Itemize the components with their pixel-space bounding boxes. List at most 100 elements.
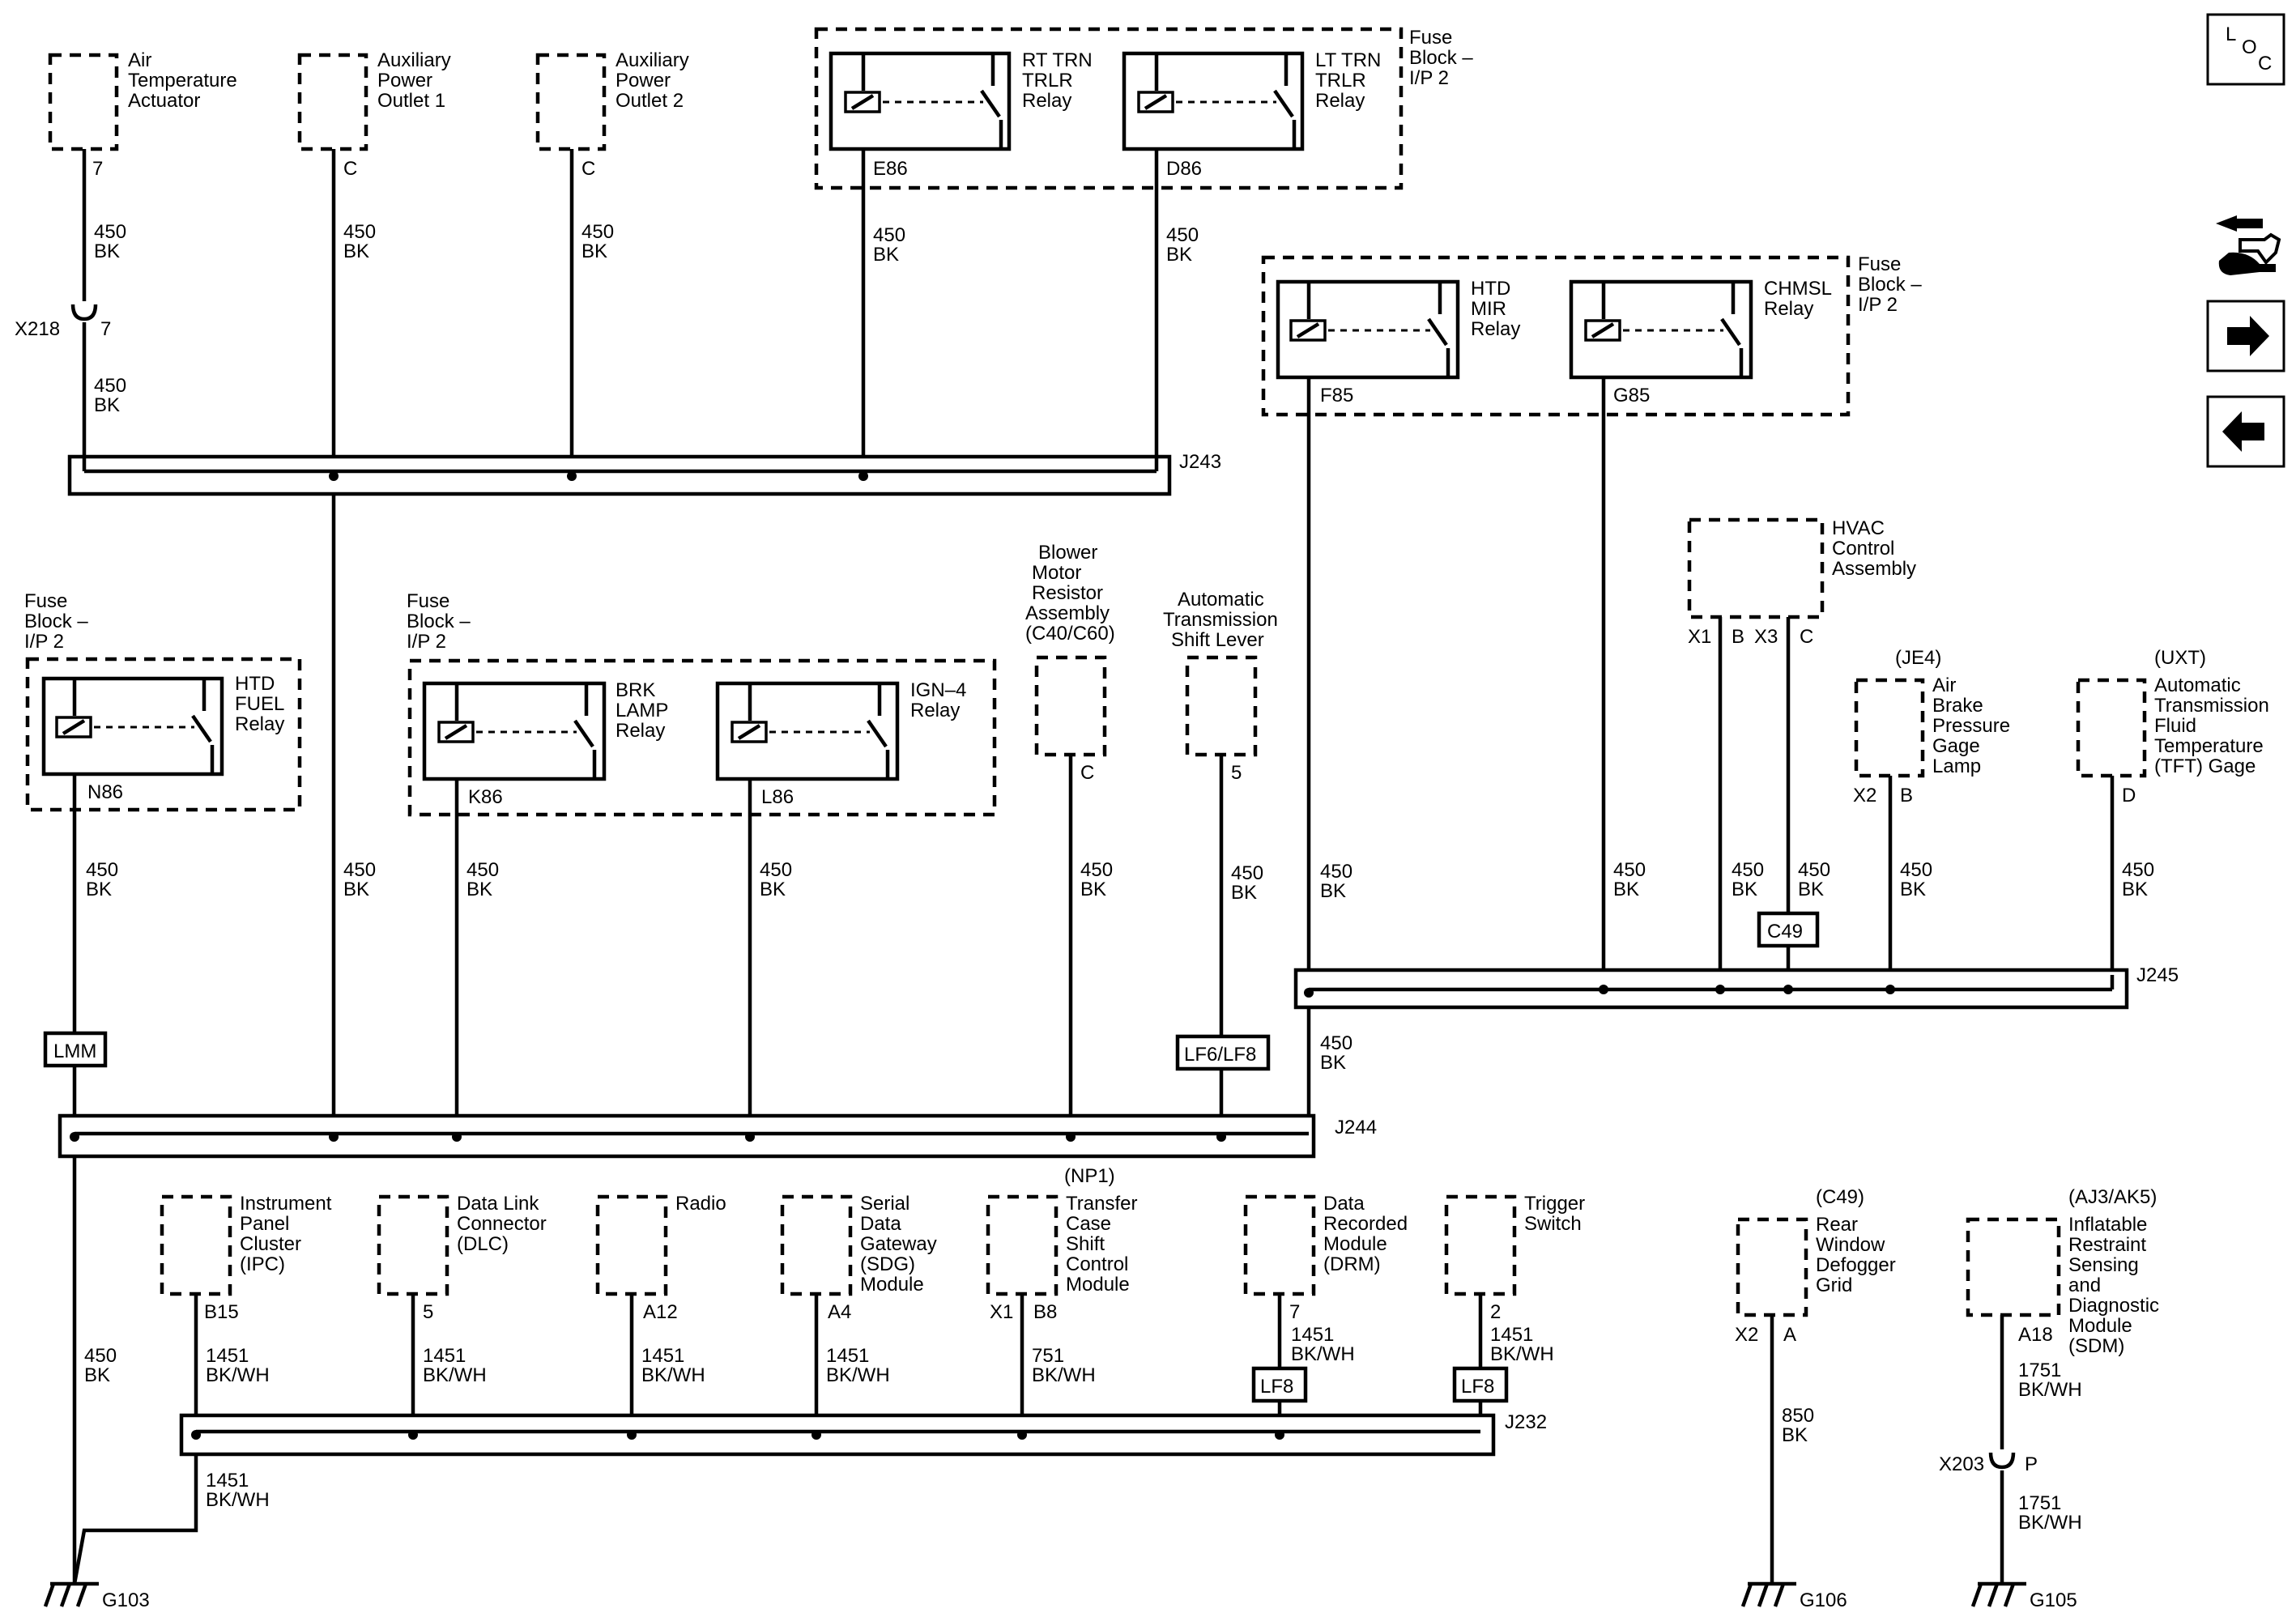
fuse-block-top-label-2: Block – (1409, 47, 1473, 69)
ipc-pin: B15 (204, 1301, 239, 1323)
ign4-label-1: IGN–4 (910, 679, 966, 701)
drm-pin: 7 (1289, 1301, 1300, 1323)
air-temp-actuator-box (48, 53, 119, 151)
aux-outlet-1-box (297, 53, 368, 151)
aux-outlet-2-label-2: Power (616, 70, 671, 91)
j243-node-aux1 (329, 471, 339, 481)
j245-node-hvac-c (1783, 985, 1793, 994)
drm-label-2: Recorded (1323, 1213, 1408, 1235)
air-temp-pin: 7 (92, 158, 103, 180)
x218-connector-symbol (70, 304, 98, 321)
blower-label-4: Assembly (1025, 602, 1110, 624)
transfer-case-pin-b8: B8 (1033, 1301, 1057, 1323)
blower-label-3: Resistor (1032, 582, 1103, 604)
hvac-control-box (1687, 517, 1825, 619)
rt-trn-label-2: TRLR (1022, 70, 1073, 91)
transfer-case-pin-x1: X1 (990, 1301, 1013, 1323)
sdg-pin: A4 (828, 1301, 851, 1323)
ipc-label-4: (IPC) (240, 1253, 285, 1275)
wire-label-air-temp-b-2: BK (94, 394, 120, 416)
wire-label-aux2-1: 450 (581, 221, 614, 243)
hvac-label-1: HVAC (1832, 517, 1885, 539)
htd-fuel-switch-arm (191, 714, 212, 743)
wire-label-j232-ground-1: 1451 (206, 1470, 249, 1491)
j232-node-sdg (811, 1430, 821, 1440)
wire-label-hvac-b-2: BK (1732, 879, 1757, 900)
hvac-label-2: Control (1832, 538, 1894, 560)
loc-letter-l: L (2226, 23, 2236, 45)
wire-label-drm-1: 1451 (1291, 1324, 1334, 1346)
lt-trn-coil-slash (1144, 94, 1168, 110)
drm-label-1: Data (1323, 1193, 1365, 1215)
wire-label-blower-2: BK (1080, 879, 1106, 900)
wire-label-ipc-1: 1451 (206, 1345, 249, 1367)
wire-label-brk-2: BK (466, 879, 492, 900)
transfer-case-label-3: Case (1066, 1213, 1111, 1235)
shift-lever-pin: 5 (1231, 762, 1242, 784)
htd-mir-label-1: HTD (1471, 278, 1510, 300)
transfer-case-label-4: Shift (1066, 1233, 1105, 1255)
tft-label-5: Temperature (2154, 735, 2264, 757)
sdg-label-4: (SDG) (860, 1253, 915, 1275)
air-brake-label-5: Gage (1932, 735, 1980, 757)
c49-label: C49 (1767, 921, 1803, 943)
trigger-pin: 2 (1490, 1301, 1501, 1323)
ign4-pin: L86 (761, 786, 794, 808)
radio-pin: A12 (643, 1301, 678, 1323)
aux1-pin: C (343, 158, 357, 180)
lt-trn-label-3: Relay (1315, 90, 1365, 112)
x203-connector-symbol (1988, 1452, 2016, 1470)
chmsl-switch-arm (1720, 317, 1741, 347)
aux-outlet-2-box (535, 53, 607, 151)
wire-label-ipc-2: BK/WH (206, 1364, 270, 1386)
fuse-block-mid-box (1261, 255, 1851, 417)
tft-label-4: Fluid (2154, 715, 2196, 737)
wire-label-sdm-b-2: BK/WH (2018, 1512, 2082, 1534)
c49-connector-box (1757, 911, 1820, 948)
lt-trn-switch-arm (1273, 89, 1294, 118)
ipc-label-3: Cluster (240, 1233, 301, 1255)
aux-outlet-1-label-2: Power (377, 70, 432, 91)
chmsl-coil-slash (1591, 322, 1615, 338)
trigger-switch-box (1444, 1194, 1517, 1296)
transfer-case-label-5: Control (1066, 1253, 1128, 1275)
fuse-block-brk-box (407, 658, 997, 817)
htd-mir-pin: F85 (1320, 385, 1353, 406)
sdm-label-5: and (2068, 1274, 2101, 1296)
previous-page-icon[interactable] (2206, 395, 2285, 468)
wire-label-defog-2: BK (1782, 1424, 1808, 1446)
lt-trn-label-1: LT TRN (1315, 49, 1381, 71)
dlc-label-1: Data Link (457, 1193, 539, 1215)
j232-node-drm (1275, 1430, 1284, 1440)
htd-mir-label-3: Relay (1471, 318, 1520, 340)
j232-splice-pack (179, 1413, 1496, 1457)
radio-label: Radio (675, 1193, 726, 1215)
component-info-icon[interactable] (2216, 215, 2281, 275)
air-brake-pin-x2: X2 (1853, 785, 1876, 806)
loc-icon[interactable]: L O C (2206, 13, 2285, 86)
rt-trn-switch-arm (980, 89, 1001, 118)
wire-label-chmsl-2: BK (1613, 879, 1639, 900)
htd-fuel-label-3: Relay (235, 713, 284, 735)
blower-label-1: Blower (1038, 542, 1097, 564)
lt-trn-coil (1137, 91, 1174, 113)
drm-label-4: (DRM) (1323, 1253, 1381, 1275)
hvac-label-3: Assembly (1832, 558, 1916, 580)
transfer-case-box (986, 1194, 1059, 1296)
wire-label-tft-2: BK (2122, 879, 2148, 900)
j244-node-brk (452, 1132, 462, 1142)
wire-label-sdg-2: BK/WH (826, 1364, 890, 1386)
sdg-box (780, 1194, 853, 1296)
dlc-pin: 5 (423, 1301, 433, 1323)
htd-mir-coil-slash (1296, 322, 1320, 338)
fuse-block-left-box (25, 657, 302, 812)
sdm-label-3: Restraint (2068, 1234, 2146, 1256)
wire-label-defog-1: 850 (1782, 1405, 1814, 1427)
wire-label-rt-trn-2: BK (873, 244, 899, 266)
next-page-icon[interactable] (2206, 300, 2285, 372)
transfer-case-label-1: (NP1) (1064, 1165, 1115, 1187)
wire-label-htd-mir-1: 450 (1320, 861, 1352, 883)
j232-node-transfer (1017, 1430, 1027, 1440)
tft-label-1: (UXT) (2154, 647, 2206, 669)
wire-label-shift-2: BK (1231, 882, 1257, 904)
